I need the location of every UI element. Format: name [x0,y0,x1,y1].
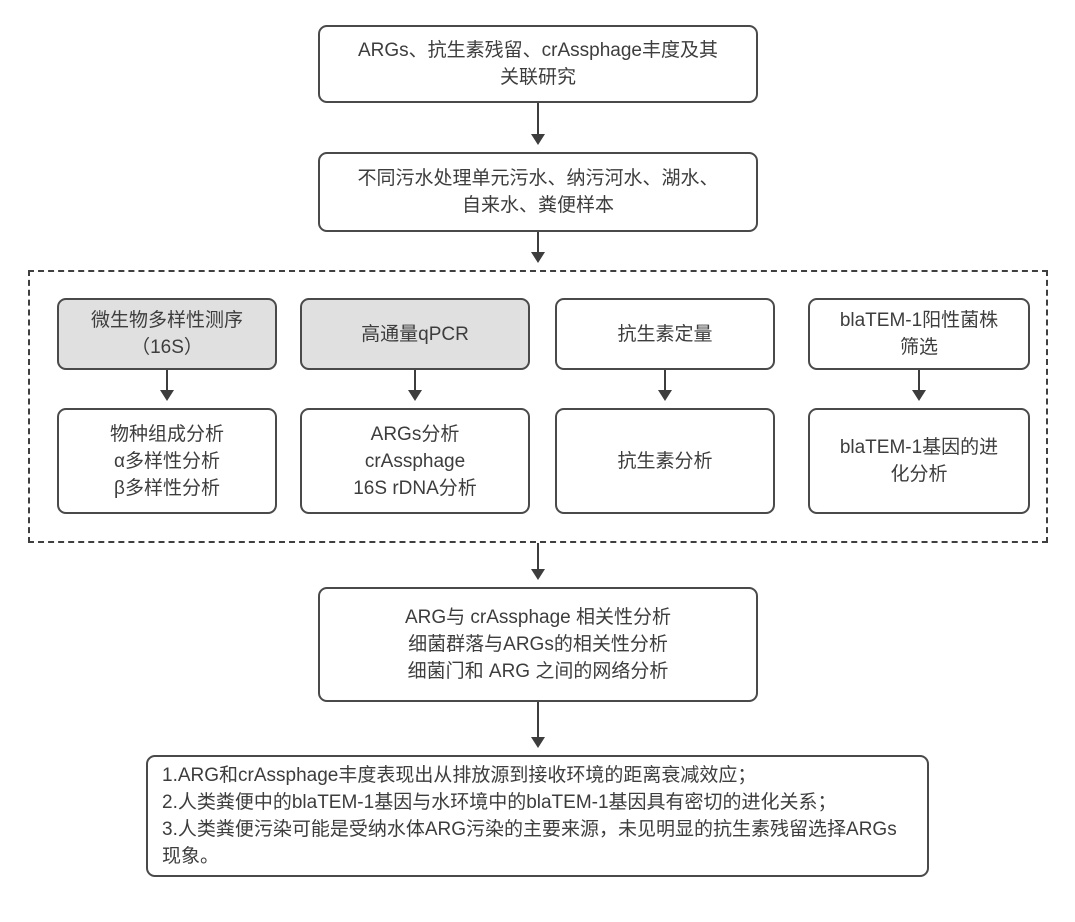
arrow-col2 [408,370,422,401]
node-method-blatem-screening: blaTEM-1阳性菌株 筛选 [808,298,1030,370]
node-method-16s-sequencing: 微生物多样性测序 （16S） [57,298,277,370]
node-analysis-blatem-evolution-label: blaTEM-1基因的进 化分析 [839,437,999,485]
node-analysis-antibiotic-label: 抗生素分析 [617,450,713,472]
node-method-qpcr: 高通量qPCR [300,298,530,370]
arrow-topic-to-samples [531,103,545,145]
node-method-blatem-screening-label: blaTEM-1阳性菌株 筛选 [839,310,999,358]
node-method-antibiotic-quant-label: 抗生素定量 [617,323,713,345]
node-samples-label: 不同污水处理单元污水、纳污河水、湖水、 自来水、粪便样本 [357,168,719,216]
arrow-col4 [912,370,926,401]
node-analysis-antibiotic: 抗生素分析 [555,408,775,514]
node-correlation-analysis: ARG与 crAssphage 相关性分析 细菌群落与ARGs的相关性分析 细菌… [318,587,758,702]
node-correlation-analysis-label: ARG与 crAssphage 相关性分析 细菌群落与ARGs的相关性分析 细菌… [404,607,672,682]
arrow-col1 [160,370,174,401]
node-conclusions: 1.ARG和crAssphage丰度表现出从排放源到接收环境的距离衰减效应； 2… [146,755,929,877]
node-analysis-args-label: ARGs分析 crAssphage 16S rDNA分析 [353,423,477,499]
arrow-methods-to-correlation [531,543,545,580]
node-method-antibiotic-quant: 抗生素定量 [555,298,775,370]
node-method-qpcr-label: 高通量qPCR [361,323,469,345]
node-research-topic-label: ARGs、抗生素残留、crAssphage丰度及其 关联研究 [357,40,718,88]
arrow-col3 [658,370,672,401]
node-analysis-diversity-label: 物种组成分析 α多样性分析 β多样性分析 [109,423,224,499]
arrow-samples-to-methods [531,232,545,263]
arrow-correlation-to-conclusions [531,702,545,748]
node-conclusions-label: 1.ARG和crAssphage丰度表现出从排放源到接收环境的距离衰减效应； 2… [162,765,897,867]
node-samples: 不同污水处理单元污水、纳污河水、湖水、 自来水、粪便样本 [318,152,758,232]
node-method-16s-sequencing-label: 微生物多样性测序 （16S） [90,310,243,358]
methods-group-border [28,270,1048,543]
node-research-topic: ARGs、抗生素残留、crAssphage丰度及其 关联研究 [318,25,758,103]
node-analysis-blatem-evolution: blaTEM-1基因的进 化分析 [808,408,1030,514]
node-analysis-diversity: 物种组成分析 α多样性分析 β多样性分析 [57,408,277,514]
node-analysis-args: ARGs分析 crAssphage 16S rDNA分析 [300,408,530,514]
